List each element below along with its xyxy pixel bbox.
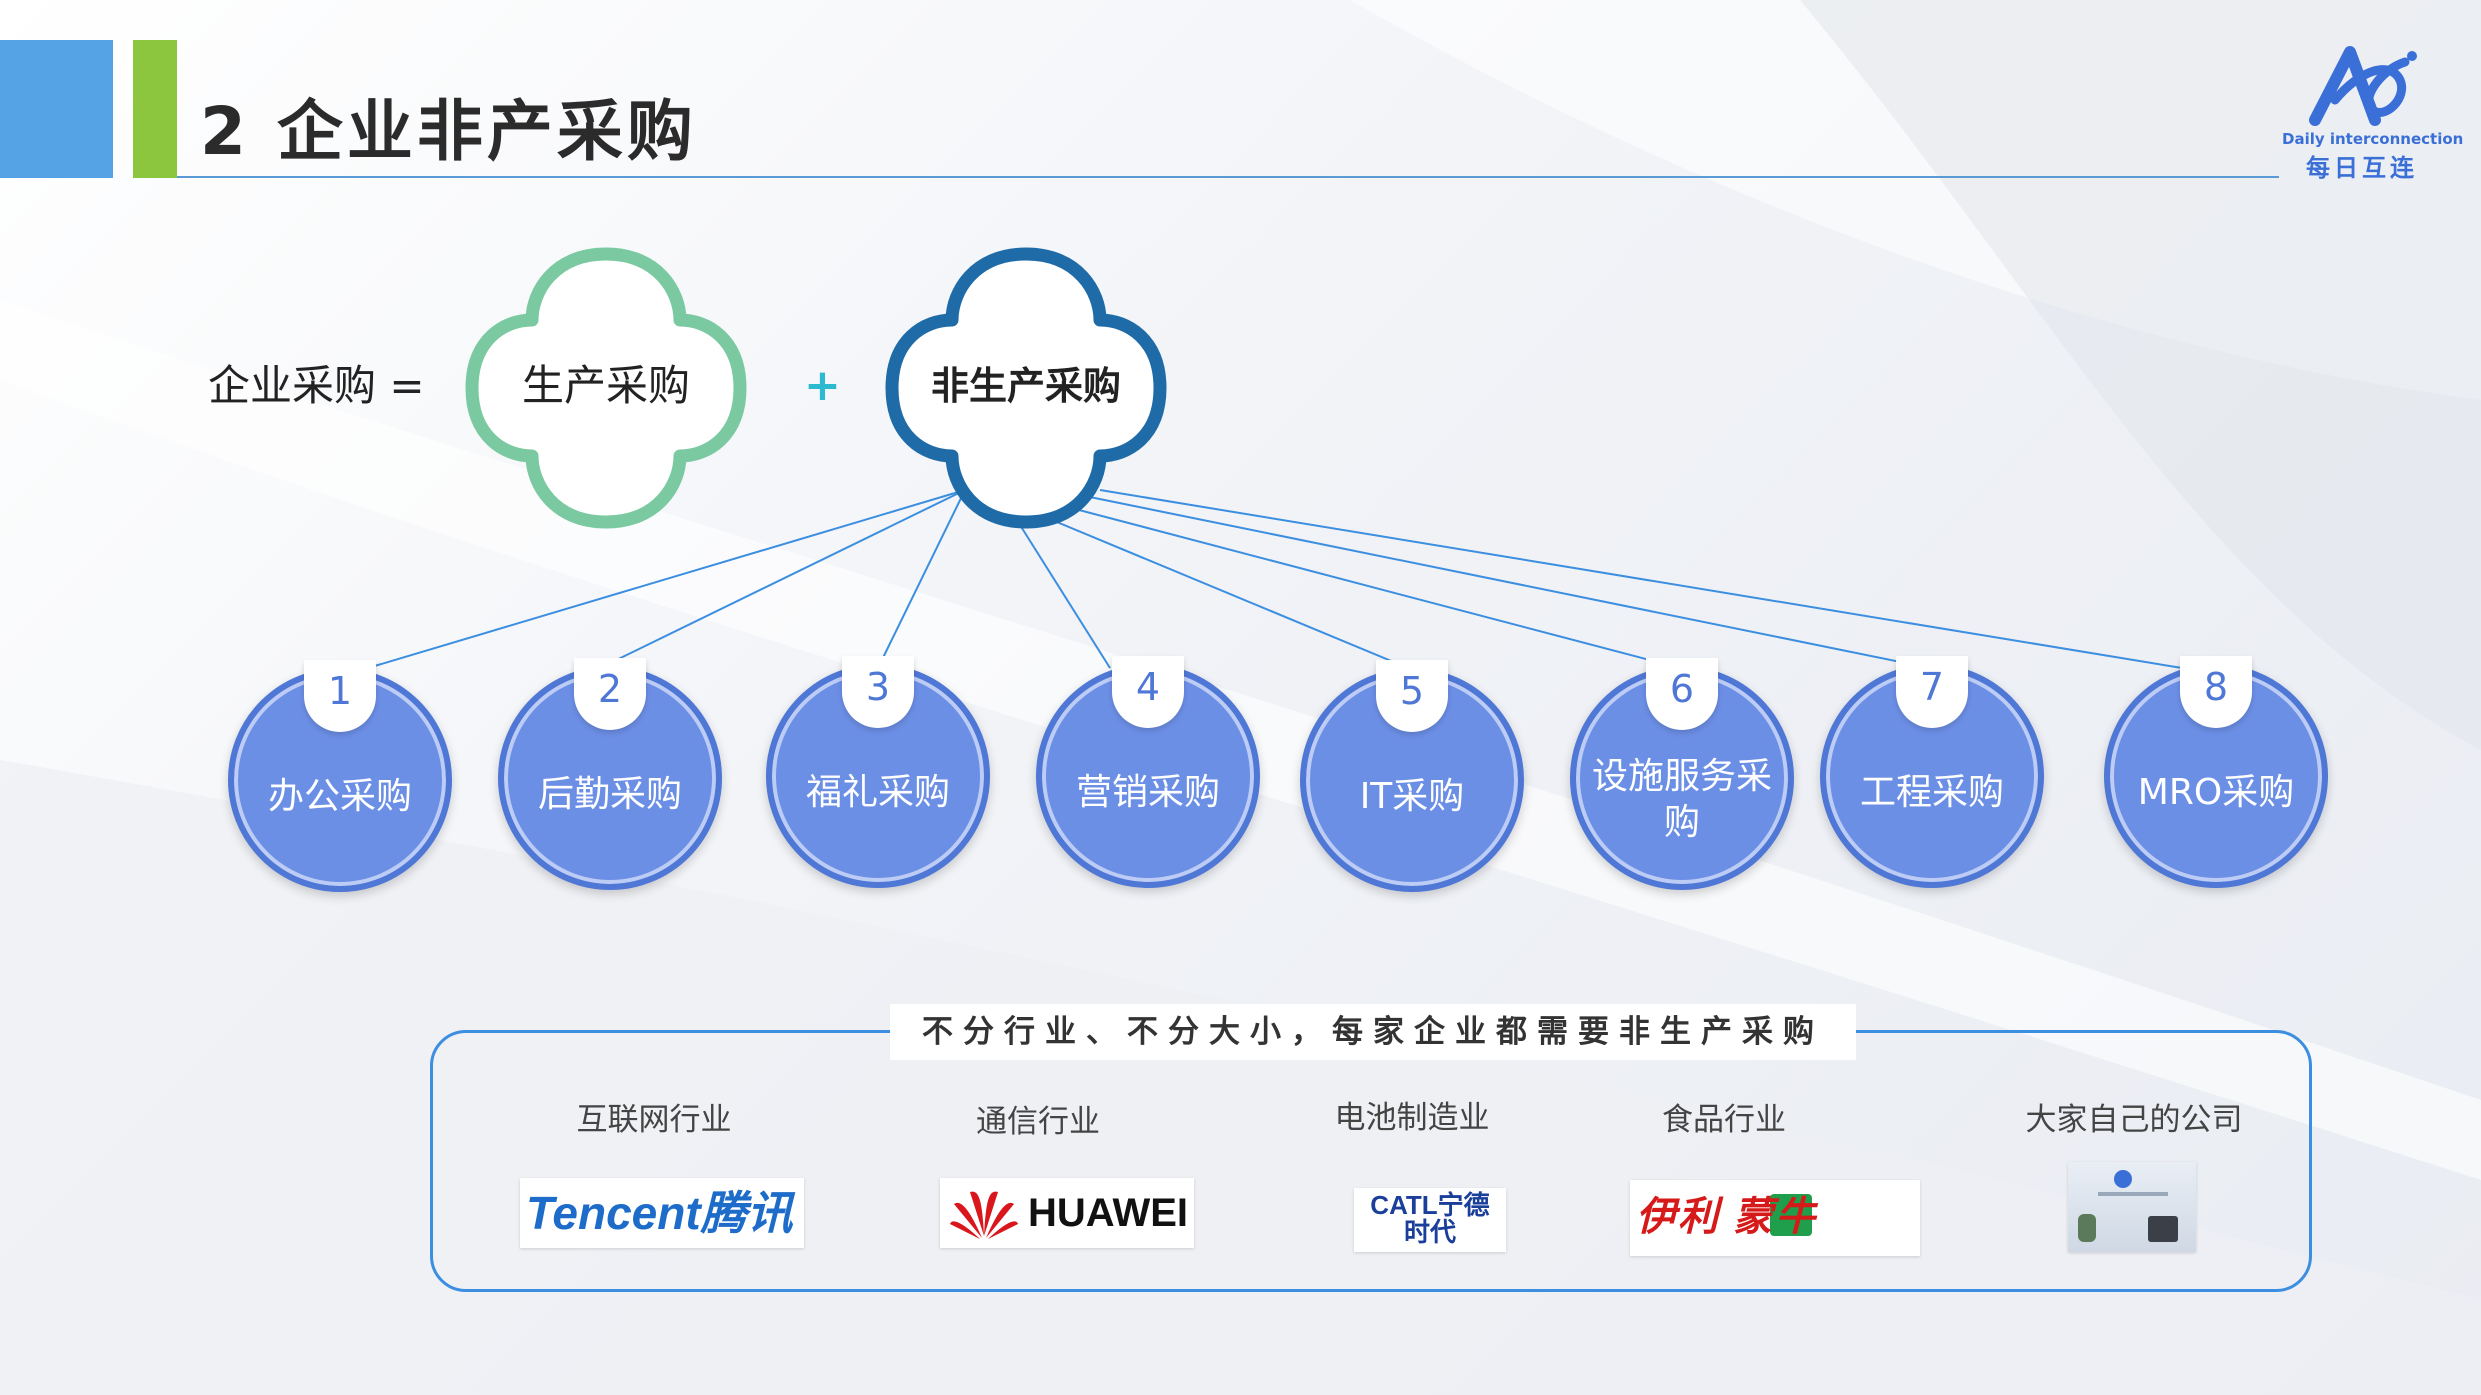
node-badge: 3 (842, 656, 914, 728)
category-node-gifts: 3 福礼采购 (766, 656, 990, 888)
category-label: 营销采购 (1075, 772, 1220, 813)
catl-logo: CATL宁德时代 (1354, 1188, 1506, 1252)
category-node-office: 1 办公采购 (228, 660, 452, 892)
huawei-logo-text: HUAWEI (1028, 1191, 1188, 1235)
non-production-flower-icon (885, 247, 1167, 529)
tencent-logo: Tencent腾讯 (520, 1178, 804, 1248)
logo-text-cn: 每日互连 (2306, 154, 2418, 182)
industry-label-internet: 互联网行业 (576, 1102, 732, 1138)
production-flower-icon (465, 247, 747, 529)
industry-label-telecom: 通信行业 (976, 1104, 1100, 1140)
industry-panel (430, 1030, 2312, 1292)
node-badge: 4 (1112, 656, 1184, 728)
production-procurement-label: 生产采购 (521, 361, 690, 410)
industry-label-food: 食品行业 (1662, 1102, 1786, 1138)
category-label: IT采购 (1359, 776, 1465, 817)
company-badge-icon (2114, 1170, 2132, 1188)
tencent-logo-text: Tencent腾讯 (526, 1187, 793, 1239)
huawei-logo: HUAWEI (940, 1178, 1194, 1248)
category-label: 工程采购 (1859, 772, 2004, 813)
category-label: 办公采购 (267, 776, 412, 817)
category-label: 福礼采购 (805, 772, 950, 813)
category-label: 后勤采购 (537, 774, 682, 815)
catl-logo-text: CATL宁德时代 (1370, 1190, 1490, 1247)
category-node-facility-services: 6 设施服务采购 (1570, 658, 1794, 890)
node-badge: 5 (1376, 660, 1448, 732)
company-logo-icon (2309, 46, 2417, 126)
image-text-line (2098, 1192, 2168, 1196)
category-node-marketing: 4 营销采购 (1036, 656, 1260, 888)
node-badge: 8 (2180, 656, 2252, 728)
panel-banner: 不分行业、不分大小，每家企业都需要非生产采购 (890, 1004, 1856, 1060)
industry-label-own-company: 大家自己的公司 (2025, 1102, 2243, 1138)
node-badge: 7 (1896, 656, 1968, 728)
yili-mengniu-logo-text: 伊利 蒙牛 (1636, 1195, 1818, 1239)
node-badge: 1 (304, 660, 376, 732)
category-node-it: 5 IT采购 (1300, 660, 1524, 892)
page-title: 2 企业非产采购 (200, 93, 697, 170)
category-label: MRO采购 (2137, 772, 2295, 813)
header-blue-block (0, 40, 113, 178)
logo-text-en: Daily interconnection (2282, 130, 2464, 148)
header-divider (177, 176, 2279, 178)
category-node-engineering: 7 工程采购 (1820, 656, 2044, 888)
industry-label-battery: 电池制造业 (1334, 1100, 1490, 1136)
non-production-procurement-label: 非生产采购 (930, 364, 1121, 408)
device-icon (2148, 1216, 2178, 1242)
category-node-logistics: 2 后勤采购 (498, 658, 722, 890)
node-badge: 6 (1646, 658, 1718, 730)
category-node-mro: 8 MRO采购 (2104, 656, 2328, 888)
node-badge: 2 (574, 658, 646, 730)
equation-label: 企业采购 = (208, 361, 425, 410)
plant-icon (2078, 1214, 2096, 1242)
header-green-block (133, 40, 177, 178)
huawei-petal-icon (950, 1191, 1018, 1239)
category-label: 设施服务采购 (1591, 756, 1772, 843)
yili-mengniu-logo: 伊利 蒙牛 (1630, 1180, 1920, 1256)
own-company-image (2068, 1162, 2196, 1252)
mengniu-mark-icon (1770, 1194, 1812, 1236)
plus-operator: + (804, 360, 841, 411)
